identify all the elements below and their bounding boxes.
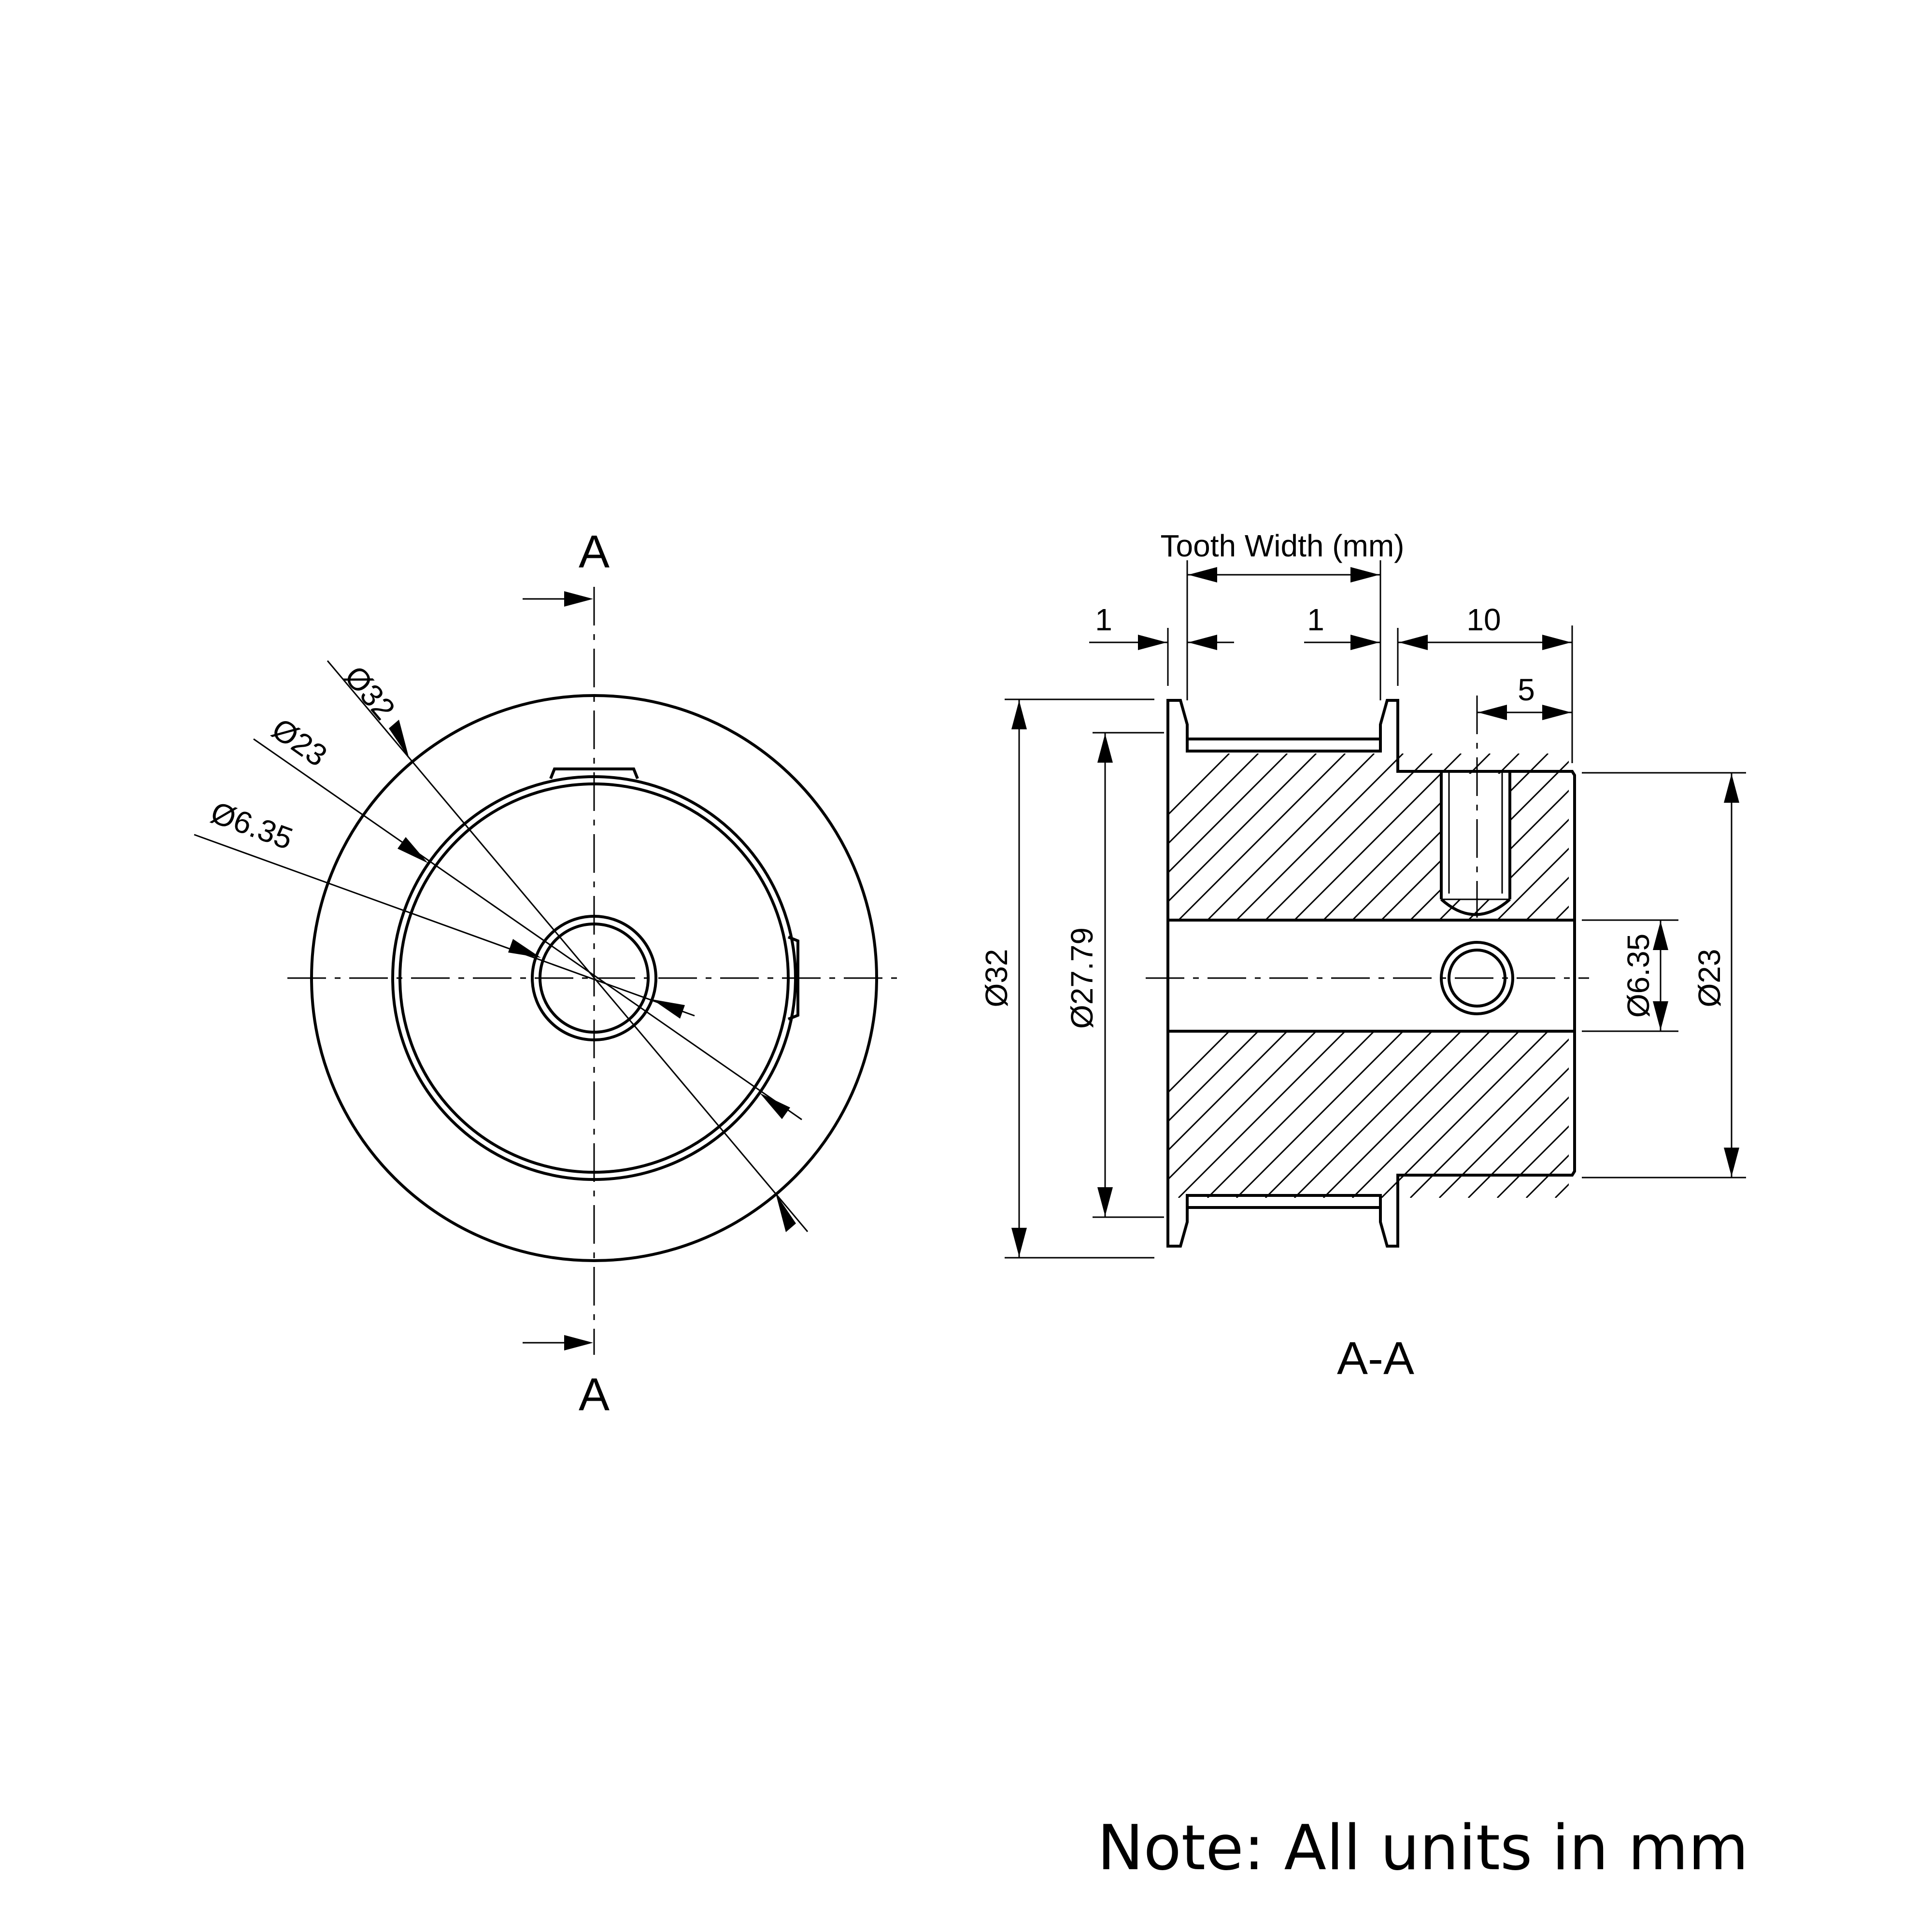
- dim-hub-diameter: [1582, 772, 1746, 1179]
- groove-blank-top: [1188, 703, 1382, 751]
- section-root-diameter-label: Ø27.79: [1065, 927, 1099, 1029]
- dim-bore-diameter: [1582, 919, 1678, 1032]
- screw-offset-label: 5: [1518, 672, 1535, 707]
- section-hub-diameter-label: Ø23: [1692, 949, 1727, 1008]
- front-outer-circle: [310, 694, 878, 1262]
- front-right-screw-boss: [787, 936, 799, 1021]
- section-outline: [1166, 699, 1576, 1248]
- dim-screw-offset: [1477, 705, 1572, 720]
- section-bore-diameter-label: Ø6.35: [1621, 934, 1656, 1018]
- front-bore-circle-outer: [531, 915, 657, 1041]
- front-top-screw-boss: [549, 767, 639, 780]
- front-hub-circle-outer: [391, 775, 797, 1181]
- section-hatching-bottom: [1168, 1031, 1569, 1198]
- dim-flange-left: [1089, 635, 1234, 650]
- section-outer-diameter-label: Ø32: [979, 949, 1014, 1008]
- groove-blank-bottom: [1188, 1203, 1382, 1251]
- leader-outer-diameter: [327, 660, 809, 1232]
- hub-length-label: 10: [1466, 602, 1501, 637]
- section-arrow-top: [523, 587, 595, 613]
- front-bore-circle-inner: [539, 923, 650, 1034]
- dim-hub-length: [1398, 635, 1572, 650]
- flange-left-label: 1: [1095, 602, 1112, 637]
- screw-hole-blank: [1441, 774, 1510, 899]
- tooth-width-label: Tooth Width (mm): [1161, 528, 1405, 563]
- set-screw: [1440, 773, 1511, 916]
- front-hub-diameter-label: Ø23: [266, 711, 333, 773]
- dim-outer-diameter: [1005, 698, 1154, 1259]
- front-hub-circle-inner: [398, 782, 790, 1174]
- leader-hub-diameter: [253, 738, 802, 1121]
- dim-flange-right: [1304, 635, 1380, 650]
- section-arrow-bottom: [523, 1331, 595, 1355]
- section-marker-bottom: A: [579, 1369, 610, 1421]
- section-bore: [1166, 919, 1576, 1033]
- section-view: Tooth Width (mm) 1 1 10 5: [979, 528, 1746, 1384]
- front-outer-diameter-label: Ø32: [338, 659, 402, 726]
- front-bore-diameter-label: Ø6.35: [206, 795, 297, 856]
- units-note: Note: All units in mm: [1097, 1812, 1748, 1884]
- dim-tooth-width: [1187, 567, 1380, 582]
- leader-bore-diameter: [194, 834, 695, 1019]
- section-marker-top: A: [579, 526, 610, 578]
- section-hatching-top: [1168, 753, 1569, 920]
- front-view: A A Ø32 Ø23 Ø6.35: [194, 526, 903, 1421]
- dim-root-diameter: [1093, 732, 1164, 1218]
- flange-right-label: 1: [1307, 602, 1324, 637]
- section-title: A-A: [1337, 1333, 1414, 1384]
